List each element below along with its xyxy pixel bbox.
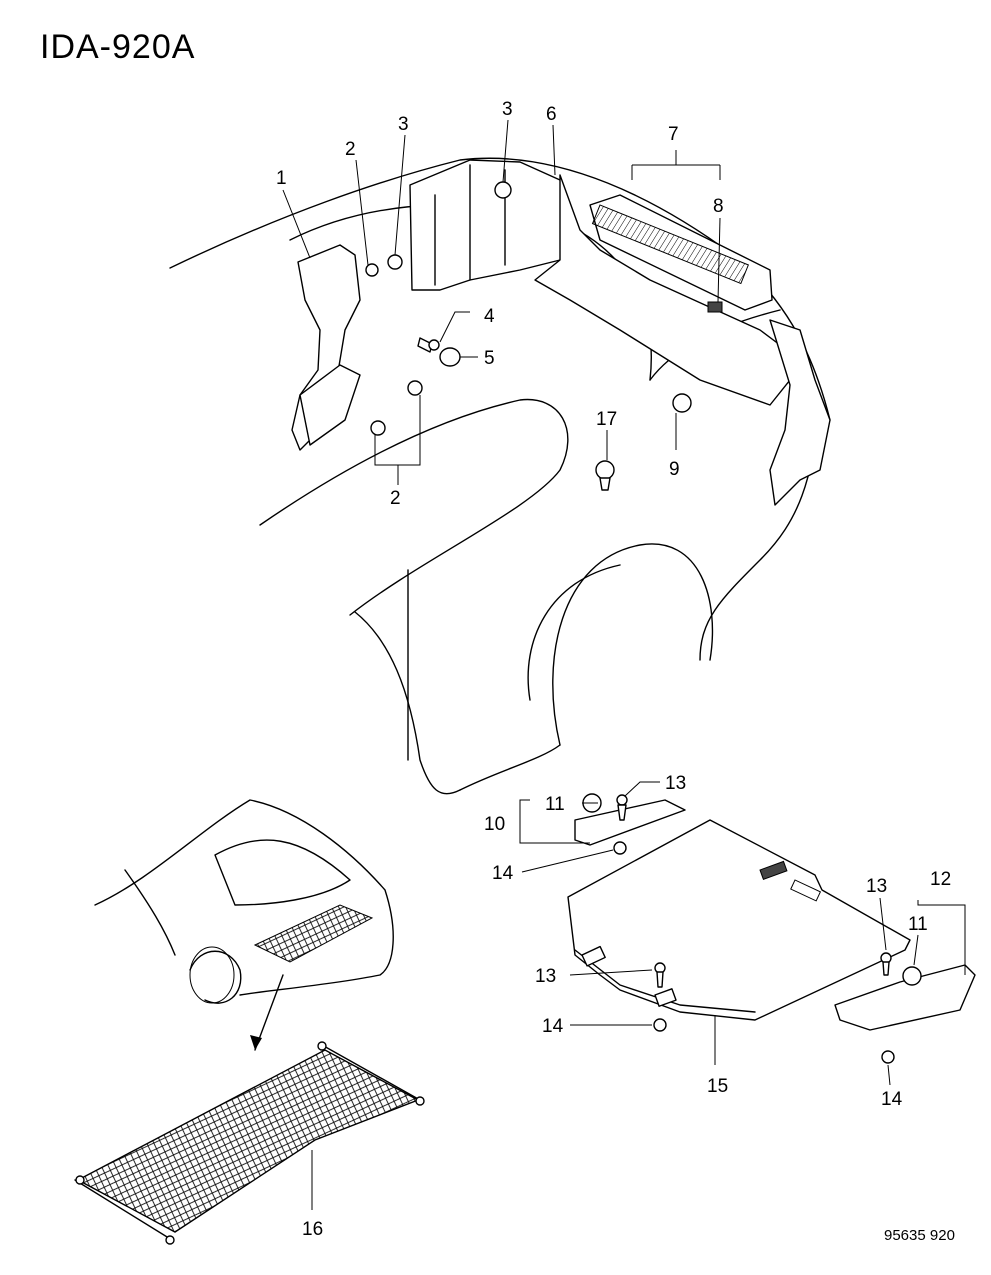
callout-5: 5 <box>484 348 495 369</box>
catalog-number: 95635 920 <box>884 1227 955 1244</box>
callout-12: 12 <box>930 869 951 890</box>
callout-6: 6 <box>546 104 557 125</box>
callout-7: 7 <box>668 124 679 145</box>
callout-16: 16 <box>302 1219 323 1240</box>
callout-labels: 1 2 2 3 3 4 5 6 7 8 9 10 11 11 12 13 13 … <box>276 99 951 1240</box>
diagram-id: IDA-920A <box>40 28 196 66</box>
cargo-net <box>74 1041 425 1245</box>
callout-10: 10 <box>484 814 505 835</box>
callout-17: 17 <box>596 409 617 430</box>
callout-13-top: 13 <box>665 773 686 794</box>
callout-leader-lines <box>282 119 966 1210</box>
callout-9: 9 <box>669 459 680 480</box>
car-rear-view <box>94 799 394 1051</box>
callout-2-lower: 2 <box>390 488 401 509</box>
callout-3-left: 3 <box>398 114 409 135</box>
callout-11-left: 11 <box>545 794 565 815</box>
callout-14-right: 14 <box>881 1089 903 1110</box>
callout-13-right: 13 <box>866 876 887 897</box>
callout-3-right: 3 <box>502 99 513 120</box>
callout-14-top: 14 <box>492 863 514 884</box>
callout-15: 15 <box>707 1076 728 1097</box>
trunk-floor-board <box>567 819 911 1021</box>
callout-1: 1 <box>276 168 287 189</box>
callout-8: 8 <box>713 196 724 217</box>
callout-14-left: 14 <box>542 1016 564 1037</box>
callout-2-upper: 2 <box>345 139 356 160</box>
trunk-trim-assembly <box>291 159 831 506</box>
callout-13-left: 13 <box>535 966 556 987</box>
callout-11-right: 11 <box>908 914 928 935</box>
floor-brackets <box>574 793 976 1064</box>
callout-4: 4 <box>484 306 495 327</box>
